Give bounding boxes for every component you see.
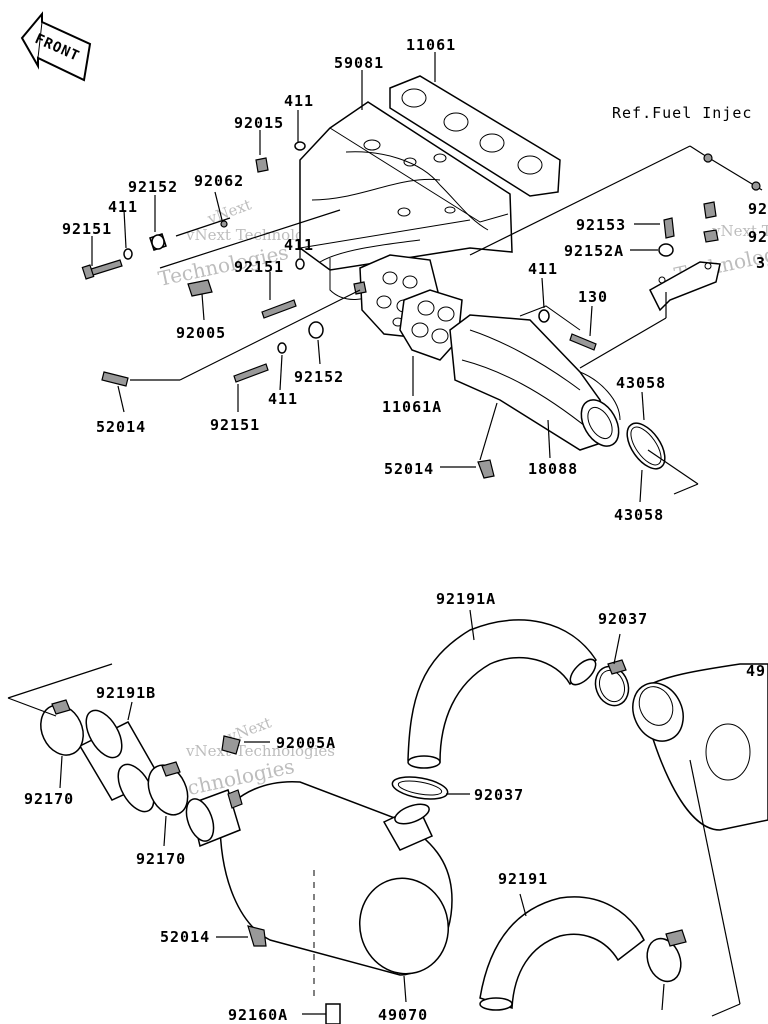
label-411-b: 411 xyxy=(108,198,138,216)
clamp-92170-b xyxy=(147,761,189,816)
svg-text:vNext: vNext xyxy=(204,195,253,228)
label-11061: 11061 xyxy=(406,36,456,54)
clamp-92037-middle xyxy=(391,776,449,800)
leader-lines-top xyxy=(91,52,705,503)
clamp-92037-bottom xyxy=(646,929,687,983)
label-49070: 49070 xyxy=(378,1006,428,1024)
label-92152-b: 92152 xyxy=(294,368,344,386)
muffler-49070 xyxy=(185,781,453,1000)
label-92015: 92015 xyxy=(234,114,284,132)
label-411-e: 411 xyxy=(528,260,558,278)
label-411-c: 411 xyxy=(284,236,314,254)
label-59081: 59081 xyxy=(334,54,384,72)
label-411-a: 411 xyxy=(284,92,314,110)
label-52014-b: 52014 xyxy=(384,460,434,478)
muffler-right xyxy=(632,663,768,831)
clamp-92170-a xyxy=(40,699,84,756)
label-92191A: 92191A xyxy=(436,590,496,608)
svg-text:vNext Technologies: vNext Technologies xyxy=(711,222,768,240)
label-3-right: 3 xyxy=(756,254,766,272)
hose-92191 xyxy=(479,896,645,1011)
label-411-d: 411 xyxy=(268,390,298,408)
exhaust-pipe-18088 xyxy=(449,305,621,451)
fuel-injector-rod xyxy=(703,153,763,191)
label-130: 130 xyxy=(578,288,608,306)
label-92170-b: 92170 xyxy=(136,850,186,868)
label-92151-c: 92151 xyxy=(210,416,260,434)
elbow-52014-bottom xyxy=(247,925,267,947)
gasket-11061A xyxy=(399,289,463,361)
reference-text: Ref.Fuel Injec xyxy=(612,104,752,122)
hose-92191B xyxy=(78,709,162,813)
label-92151-b: 92151 xyxy=(234,258,284,276)
svg-text:vNext Technologies: vNext Technologies xyxy=(185,226,335,244)
label-92191B: 92191B xyxy=(96,684,156,702)
bracket-right xyxy=(649,261,721,312)
label-49-right: 49 xyxy=(746,662,766,680)
hardware-bolts xyxy=(81,141,719,479)
fitting-92005A xyxy=(221,735,241,755)
label-92005A: 92005A xyxy=(276,734,336,752)
label-92160A: 92160A xyxy=(228,1006,288,1024)
clamp-ring-43058 xyxy=(626,422,666,470)
label-43058-b: 43058 xyxy=(614,506,664,524)
label-92-right-1: 92 xyxy=(748,200,768,218)
label-52014-c: 52014 xyxy=(160,928,210,946)
front-arrow-icon xyxy=(20,11,92,82)
label-92170-a: 92170 xyxy=(24,790,74,808)
label-92005: 92005 xyxy=(176,324,226,342)
tag-92160A xyxy=(325,1003,341,1024)
label-92037-b: 92037 xyxy=(474,786,524,804)
label-43058-a: 43058 xyxy=(616,374,666,392)
label-11061A: 11061A xyxy=(382,398,442,416)
label-92191: 92191 xyxy=(498,870,548,888)
leader-lines-bottom xyxy=(7,609,741,1017)
hose-92191A xyxy=(407,619,597,769)
label-92-right-2: 92 xyxy=(748,228,768,246)
label-92037-a: 92037 xyxy=(598,610,648,628)
label-18088: 18088 xyxy=(528,460,578,478)
label-52014-a: 52014 xyxy=(96,418,146,436)
clamp-92037-top xyxy=(594,659,630,707)
label-92152-a: 92152 xyxy=(128,178,178,196)
label-92153: 92153 xyxy=(576,216,626,234)
label-92152A: 92152A xyxy=(564,242,624,260)
label-92062: 92062 xyxy=(194,172,244,190)
exhaust-manifold xyxy=(299,101,513,300)
gasket-11061 xyxy=(389,75,561,197)
label-92151-a: 92151 xyxy=(62,220,112,238)
